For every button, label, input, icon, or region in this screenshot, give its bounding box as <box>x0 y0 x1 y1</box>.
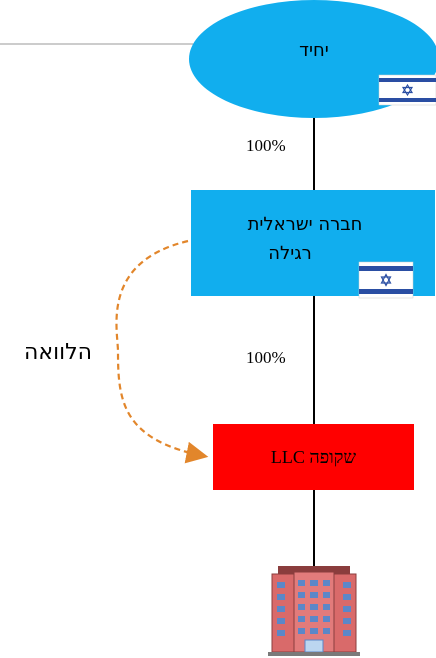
loan-arrow <box>115 239 209 464</box>
ownership-top-percentage: 100% <box>246 136 286 155</box>
llc-label: LLC שקופה <box>270 447 357 467</box>
individual-node <box>189 0 436 118</box>
israel-flag-icon <box>358 261 414 299</box>
individual-label: יחיד <box>299 40 329 61</box>
israel-flag-icon <box>378 74 436 106</box>
loan-label: הלוואה <box>24 340 92 365</box>
israeli-company-label-line1: חברה ישראלית <box>247 214 363 235</box>
llc-node <box>213 424 414 490</box>
ownership-bottom-percentage: 100% <box>246 348 286 367</box>
israeli-company-label-line2: רגילה <box>268 243 312 264</box>
building-icon <box>268 566 360 656</box>
